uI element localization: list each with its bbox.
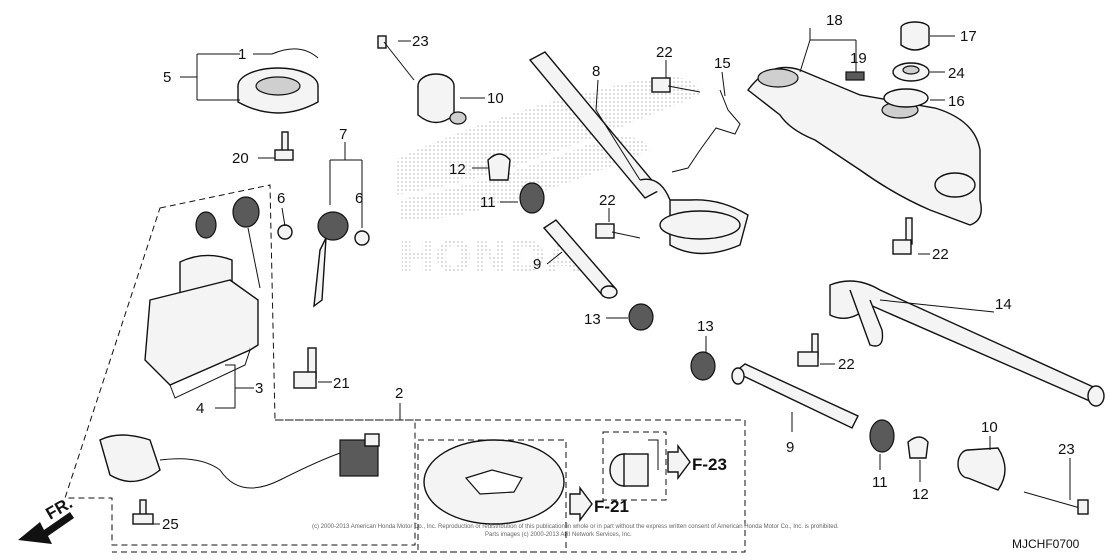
fuel-cap (417, 439, 567, 553)
part-14-right-handlebar (829, 280, 1105, 407)
callout-19[interactable]: 19 (850, 50, 867, 67)
leader-lines (148, 28, 1071, 525)
part-18-top-bridge (747, 66, 982, 226)
part-11-rubber-top (519, 182, 545, 214)
part-20-bolt (274, 131, 294, 161)
lock-set-boundary (112, 419, 746, 553)
callout-22-center-b[interactable]: 22 (599, 192, 616, 209)
ref-f21-label: F-21 (594, 497, 629, 516)
callout-1[interactable]: 1 (238, 46, 246, 63)
callout-10-lower[interactable]: 10 (981, 419, 998, 436)
callout-9-top[interactable]: 9 (533, 256, 541, 273)
part-15-wire-clip (671, 89, 741, 173)
callout-10-top[interactable]: 10 (487, 90, 504, 107)
callout-23-lower[interactable]: 23 (1058, 441, 1075, 458)
part-17-cap (900, 21, 930, 51)
honda-watermark-text: HONDA (398, 232, 580, 283)
part-23-bolt-top (377, 35, 415, 81)
ref-arrow-f21[interactable]: F-21 (569, 485, 629, 523)
part-6-key-ring-left (277, 224, 293, 240)
callout-21[interactable]: 21 (333, 375, 350, 392)
part-10-bar-end-weight-lower (957, 447, 1006, 491)
callout-22-right[interactable]: 22 (932, 246, 949, 263)
part-6-key-ring-right (354, 230, 370, 246)
callout-2[interactable]: 2 (395, 385, 403, 402)
part-7-key (313, 211, 349, 308)
callout-labels: 1 5 20 6 7 6 3 4 21 2 25 23 10 12 11 9 1… (162, 12, 1075, 533)
callout-4[interactable]: 4 (196, 400, 204, 417)
callout-9-lower[interactable]: 9 (786, 439, 794, 456)
part-22-bolt-lower-right (797, 333, 819, 367)
callout-18[interactable]: 18 (826, 12, 843, 29)
callout-14[interactable]: 14 (995, 296, 1012, 313)
callout-13-top[interactable]: 13 (584, 311, 601, 328)
callout-11-top[interactable]: 11 (480, 194, 496, 211)
callout-12-top[interactable]: 12 (449, 161, 466, 178)
callout-3[interactable]: 3 (255, 380, 263, 397)
callout-17[interactable]: 17 (960, 28, 977, 45)
part-11-rubber-lower (869, 419, 895, 453)
part-13-nut-top (628, 303, 654, 331)
part-1-circlip (271, 48, 319, 59)
ref-arrow-f23[interactable]: F-23 (667, 443, 727, 481)
callout-22-lower-right[interactable]: 22 (838, 356, 855, 373)
callout-6-left[interactable]: 6 (277, 190, 285, 207)
diagram-code: MJCHF0700 (1012, 537, 1080, 551)
seat-lock-cylinder (602, 431, 667, 501)
callout-15[interactable]: 15 (714, 55, 731, 72)
callout-6-right[interactable]: 6 (355, 190, 363, 207)
callout-20[interactable]: 20 (232, 150, 249, 167)
callout-22-center-a[interactable]: 22 (656, 44, 673, 61)
copyright-notice-parts-images: Parts images (c) 2000-2013 ARI Network S… (485, 532, 632, 538)
part-4-wire-harness (99, 433, 380, 489)
callout-7[interactable]: 7 (339, 126, 347, 143)
callout-8[interactable]: 8 (592, 63, 600, 80)
part-12-collar-top (487, 153, 511, 181)
part-22-bolt-center-b (595, 223, 641, 239)
part-22-bolt-right (892, 217, 913, 255)
part-10-bar-end-weight-top (417, 73, 467, 125)
part-24-nut (892, 62, 930, 82)
part-25-screw (132, 499, 154, 525)
part-5-ignition-cap (237, 67, 319, 114)
copyright-notice: (c) 2000-2013 American Honda Motor Co., … (312, 524, 839, 530)
ref-f23-label: F-23 (692, 455, 727, 474)
callout-25[interactable]: 25 (162, 516, 179, 533)
front-direction-arrow: FR. (18, 493, 76, 544)
part-3-ignition-switch (144, 196, 261, 399)
callout-24[interactable]: 24 (948, 65, 965, 82)
part-12-collar-lower (907, 436, 929, 459)
part-16-washer (883, 88, 929, 108)
part-19-plate (845, 71, 865, 81)
part-9-inner-weight-lower (731, 363, 859, 429)
part-21-bolt (293, 347, 317, 389)
part-8-left-handlebar (528, 51, 749, 255)
callout-12-lower[interactable]: 12 (912, 486, 929, 503)
callout-11-lower[interactable]: 11 (872, 474, 888, 491)
honda-watermark: HONDA (395, 77, 700, 283)
ignition-group-boundary (64, 184, 416, 546)
callout-5[interactable]: 5 (163, 69, 171, 86)
part-13-nut-lower (690, 351, 716, 381)
callout-13-lower[interactable]: 13 (697, 318, 714, 335)
callout-23-top[interactable]: 23 (412, 33, 429, 50)
part-23-bolt-lower (1023, 491, 1089, 515)
part-22-bolt-center-a (651, 77, 701, 93)
part-9-inner-weight-top (542, 219, 618, 299)
callout-16[interactable]: 16 (948, 93, 965, 110)
